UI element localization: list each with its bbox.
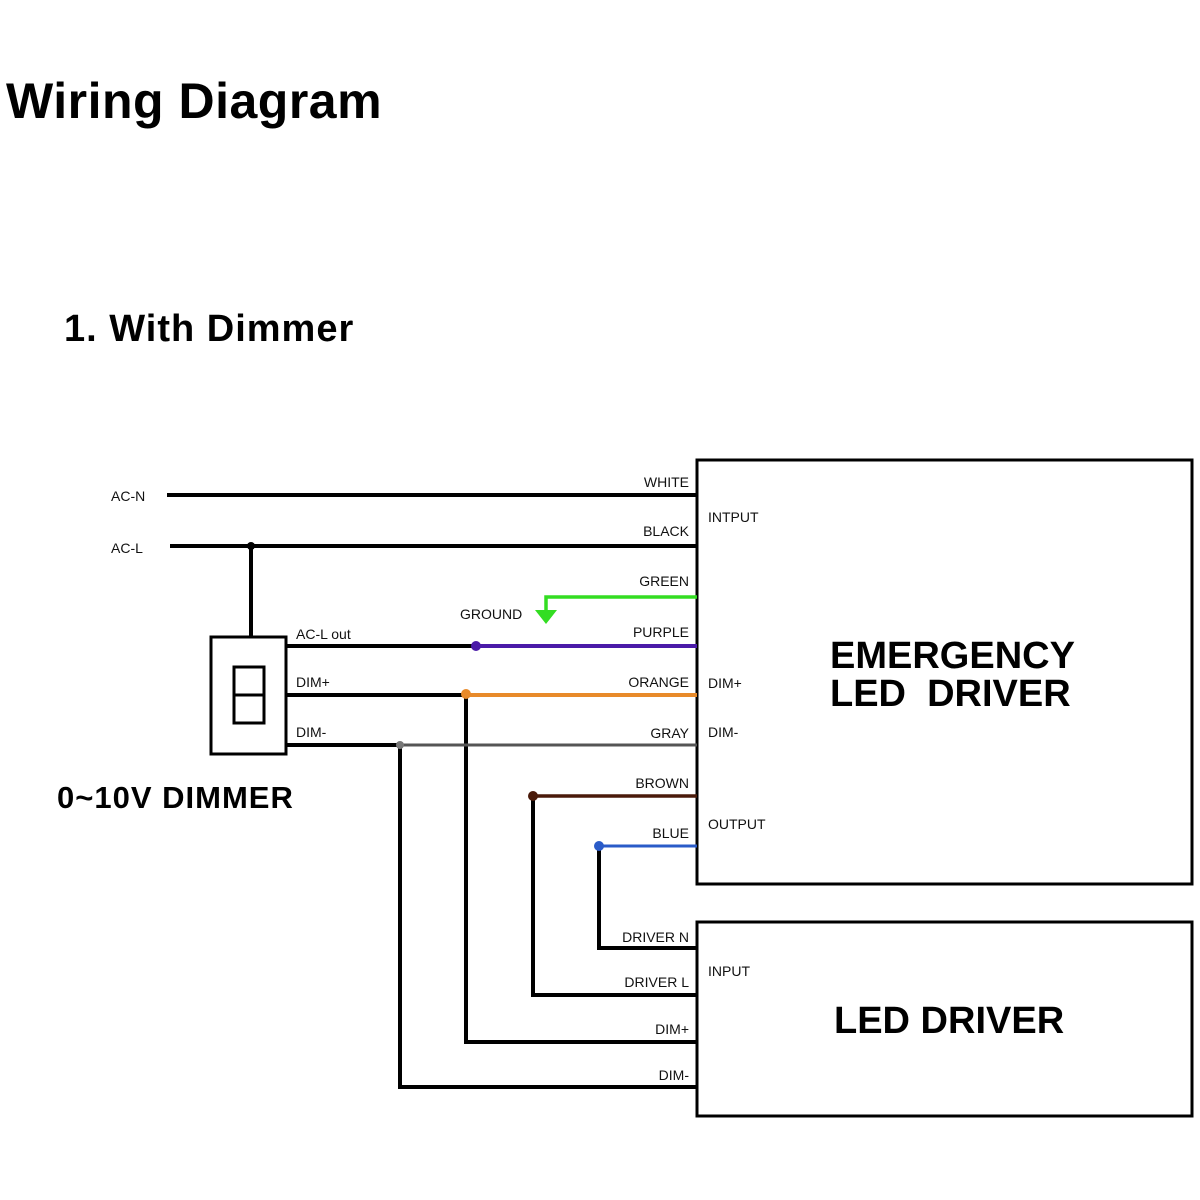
wire-dim-minus-to-led [398,745,697,1089]
wire-label-white: WHITE [644,474,689,490]
wire-driver-l [531,796,697,997]
wire-label-green: GREEN [639,573,689,589]
junction-orange [461,689,471,699]
label-dimmer-dim-plus: DIM+ [296,674,330,690]
wire-label-black: BLACK [643,523,690,539]
junction-brown [528,791,538,801]
label-ground: GROUND [460,606,522,622]
wire-dim-plus-to-led [464,695,697,1044]
junction-blue [594,841,604,851]
wire-label-orange: ORANGE [628,674,689,690]
diagram-title: Wiring Diagram [6,73,383,129]
junction-acl [247,542,255,550]
junction-gray [396,741,404,749]
emergency-driver-box [695,458,1194,886]
label-acl-out: AC-L out [296,626,351,642]
wire-label-driver-l: DRIVER L [624,974,689,990]
wire-green [544,595,697,612]
wire-label-driver-n: DRIVER N [622,929,689,945]
led-driver-name: LED DRIVER [834,1000,1064,1042]
junction-purple [471,641,481,651]
ground-icon [535,610,557,624]
wire-label-led-dim-plus: DIM+ [655,1021,689,1037]
port-label-dim-plus: DIM+ [708,675,742,691]
dimmer-name: 0~10V DIMMER [57,780,294,815]
led-port-label-input: INPUT [708,963,750,979]
label-ac-l: AC-L [111,540,143,556]
wire-label-gray: GRAY [650,725,689,741]
port-label-input: INTPUT [708,509,759,525]
wire-driver-n [597,846,697,950]
wire-label-blue: BLUE [652,825,689,841]
label-dimmer-dim-minus: DIM- [296,724,327,740]
emergency-driver-name-line1: EMERGENCY [830,635,1075,677]
led-driver-box [695,920,1194,1118]
label-ac-n: AC-N [111,488,145,504]
emergency-driver-name-line2: LED DRIVER [830,673,1071,715]
wire-label-brown: BROWN [635,775,689,791]
wire-label-led-dim-minus: DIM- [659,1067,690,1083]
port-label-output: OUTPUT [708,816,766,832]
wire-label-purple: PURPLE [633,624,689,640]
section-title: 1. With Dimmer [64,308,355,350]
port-label-dim-minus: DIM- [708,724,739,740]
